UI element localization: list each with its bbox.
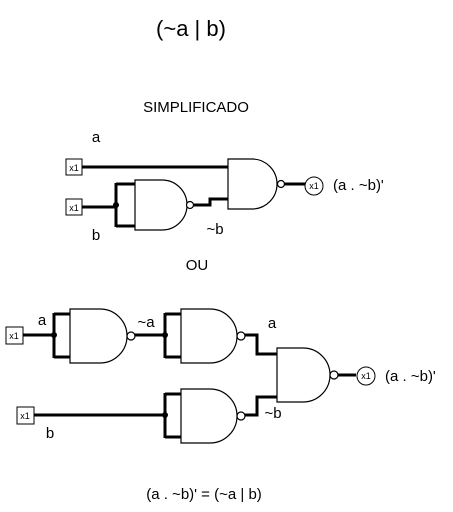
not-b-label: ~b: [206, 221, 223, 238]
not-a-label: ~a: [137, 314, 155, 331]
nand-gate: [227, 158, 286, 210]
section-heading: SIMPLIFICADO: [143, 99, 249, 116]
output-probe: x1: [304, 176, 324, 196]
input-b-box: x1: [16, 406, 35, 425]
junction-dot: [162, 412, 168, 418]
svg-text:x1: x1: [309, 181, 319, 191]
junction-dot: [162, 332, 168, 338]
not-b-label: ~b: [264, 405, 281, 422]
a-label: a: [268, 315, 277, 332]
nand-gate: [69, 308, 136, 364]
input-b-box: x1: [65, 198, 83, 216]
input-a-box: x1: [65, 158, 83, 176]
output-probe: x1: [356, 366, 376, 386]
diagram-title: (~a | b): [156, 16, 226, 41]
svg-text:x1: x1: [9, 331, 19, 341]
nand-gate: [180, 388, 246, 444]
input-a-label: a: [38, 312, 47, 329]
input-b-label: b: [92, 227, 100, 244]
input-a-label: a: [92, 129, 101, 146]
output-label: (a . ~b)': [385, 368, 436, 385]
separator-label: OU: [186, 257, 209, 274]
input-a-box: x1: [5, 326, 24, 345]
junction-dot: [113, 202, 119, 208]
svg-text:x1: x1: [20, 411, 30, 421]
svg-text:x1: x1: [69, 203, 79, 213]
nand-gate: [180, 308, 246, 364]
svg-text:x1: x1: [69, 163, 79, 173]
output-label: (a . ~b)': [333, 177, 384, 194]
equation: (a . ~b)' = (~a | b): [146, 486, 262, 503]
junction-dot: [51, 332, 57, 338]
nand-gate: [134, 179, 195, 231]
input-b-label: b: [46, 425, 54, 442]
svg-text:x1: x1: [361, 371, 371, 381]
nand-gate: [276, 347, 339, 403]
